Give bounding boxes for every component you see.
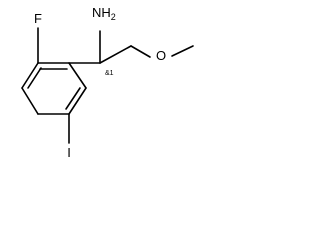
ring-bond	[21, 87, 39, 115]
iodine-atom-label: I	[67, 145, 71, 160]
ring-bond	[21, 62, 39, 89]
amine-nh-text: NH	[92, 5, 111, 20]
stereocenter-to-ch2-bond	[99, 45, 132, 64]
amine-subscript: 2	[111, 12, 116, 22]
fluorine-atom-label: F	[34, 11, 42, 26]
molecule-structure-drawing: F NH2 &1 O I	[21, 5, 194, 160]
stereo-annotation: &1	[105, 70, 114, 77]
o-to-methyl-bond	[171, 45, 194, 57]
benzene-ring	[21, 62, 87, 115]
ring-double-bond	[65, 87, 81, 110]
ch2-to-o-bond	[130, 45, 151, 58]
ring-bond	[68, 87, 87, 115]
ring-double-bond	[27, 67, 42, 89]
amine-atom-label: NH2	[92, 5, 116, 22]
oxygen-atom-label: O	[156, 48, 166, 63]
ring-bond	[68, 62, 87, 89]
